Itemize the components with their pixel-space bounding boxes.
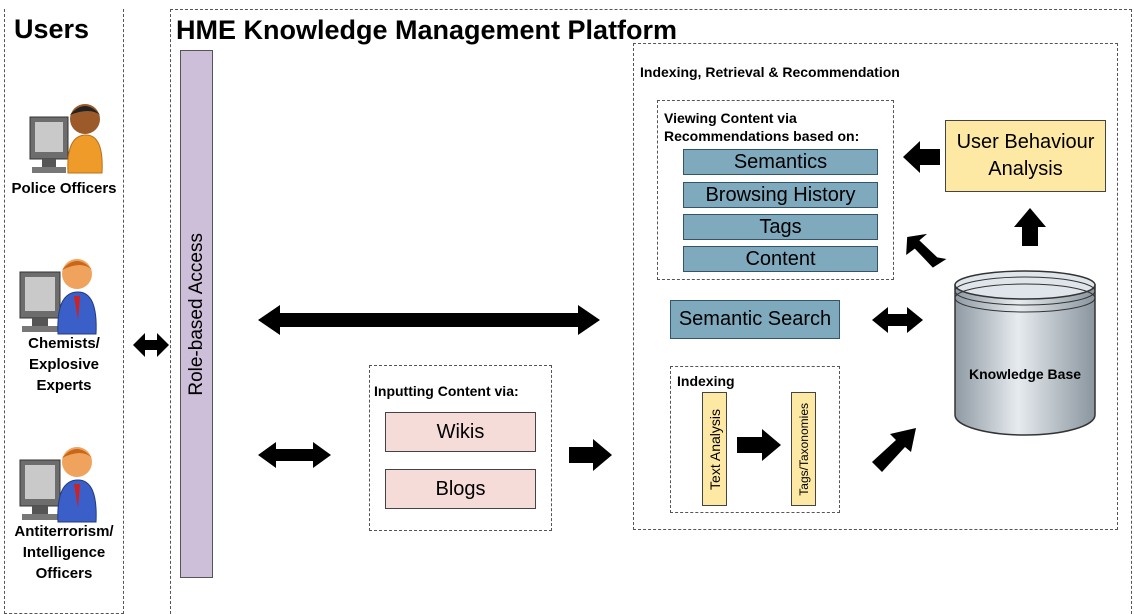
semantic-search-box: Semantic Search	[670, 300, 840, 339]
viewing-panel	[657, 100, 894, 280]
tags-taxonomies-box: Tags/Taxonomies	[791, 392, 816, 506]
user-behaviour-analysis-box: User Behaviour Analysis	[945, 120, 1106, 192]
search-knowledge-double-arrow	[872, 307, 923, 333]
users-title: Users	[14, 14, 90, 44]
behaviour-viewing-arrow	[903, 141, 940, 173]
knowledge-behaviour-arrow	[1014, 208, 1046, 246]
indexing-panel	[670, 366, 840, 513]
viewing-title: Viewing Content via Recommendations base…	[664, 110, 860, 144]
role-police-officers: Police Officers	[11, 180, 117, 197]
indexing-title: Indexing	[677, 373, 735, 389]
input-item-wikis: Wikis	[385, 412, 536, 452]
irr-title: Indexing, Retrieval & Recommendation	[640, 64, 900, 80]
role-antiterrorism: Antiterrorism/ Intelligence Officers	[14, 523, 114, 582]
users-platform-double-arrow	[133, 333, 169, 357]
knowledge-base-label: Knowledge Base	[968, 366, 1082, 382]
chemist-icon	[19, 259, 97, 335]
text-analysis-box: Text Analysis	[702, 392, 727, 506]
viewing-item-tags: Tags	[683, 214, 878, 240]
input-panel	[369, 365, 552, 531]
role-based-access-bar: Role-based Access	[180, 50, 213, 578]
viewing-item-browsing-history: Browsing History	[683, 182, 878, 208]
antiterrorism-officer-icon	[19, 447, 97, 523]
access-retrieval-double-arrow	[258, 305, 600, 335]
viewing-item-content: Content	[683, 246, 878, 272]
input-item-blogs: Blogs	[385, 469, 536, 509]
viewing-item-semantics: Semantics	[683, 149, 878, 175]
input-title: Inputting Content via:	[374, 383, 519, 399]
access-input-double-arrow	[258, 442, 331, 468]
irr-panel	[633, 43, 1118, 530]
role-chemists: Chemists/ Explosive Experts	[28, 335, 100, 394]
platform-panel	[170, 9, 1132, 614]
knowledge-viewing-arrow	[906, 233, 947, 268]
police-officer-icon	[29, 104, 103, 174]
input-indexing-arrow	[569, 439, 612, 471]
platform-title: HME Knowledge Management Platform	[176, 15, 682, 46]
text-analysis-tags-arrow	[737, 429, 781, 461]
indexing-knowledge-arrow	[872, 428, 916, 472]
